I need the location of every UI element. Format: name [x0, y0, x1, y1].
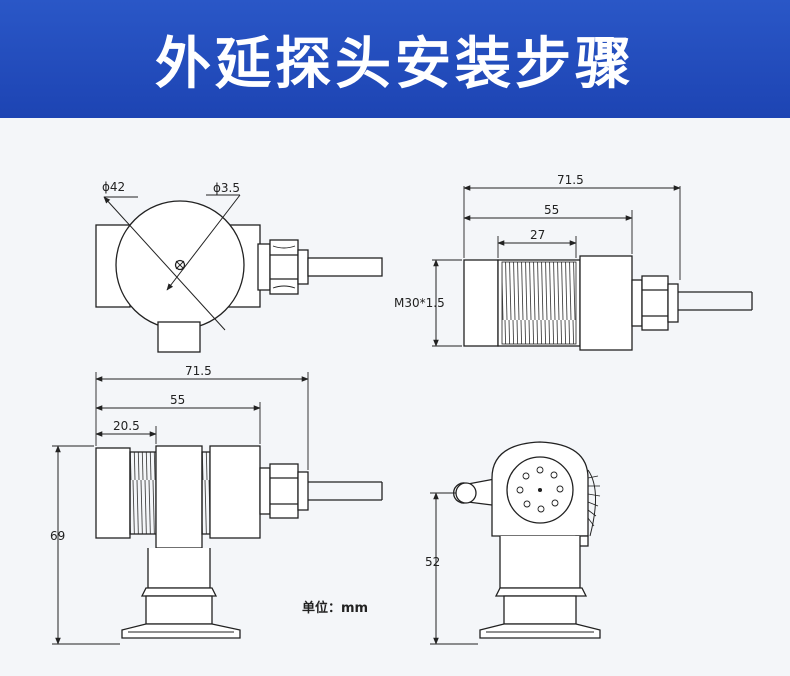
view-side-top: [432, 185, 753, 351]
dim-diameter-hole: ϕ3.5: [213, 181, 240, 195]
view-front-bottom: [52, 372, 383, 645]
dim-overall-length-top: 71.5: [557, 173, 584, 187]
unit-note: 单位：mm: [302, 600, 368, 616]
view-front-top: [95, 194, 383, 353]
dim-thread-spec: M30*1.5: [394, 296, 445, 310]
dim-height-right: 52: [425, 555, 440, 569]
title-banner: 外延探头安装步骤: [0, 0, 790, 118]
dim-overall-length-bottom: 71.5: [185, 364, 212, 378]
technical-drawing: ϕ42 ϕ3.5 71.5 55 27 M30*1.5: [0, 118, 790, 676]
dim-body-length-bottom: 55: [170, 393, 185, 407]
dim-height-left: 69: [50, 529, 65, 543]
page-title: 外延探头安装步骤: [155, 31, 635, 97]
dim-body-length-top: 55: [544, 203, 559, 217]
dim-head-length: 20.5: [113, 419, 140, 433]
dim-diameter-body: ϕ42: [102, 180, 125, 194]
drawing-svg: ϕ42 ϕ3.5 71.5 55 27 M30*1.5: [50, 173, 753, 645]
dim-thread-length: 27: [530, 228, 545, 242]
view-side-bottom: [430, 441, 601, 645]
